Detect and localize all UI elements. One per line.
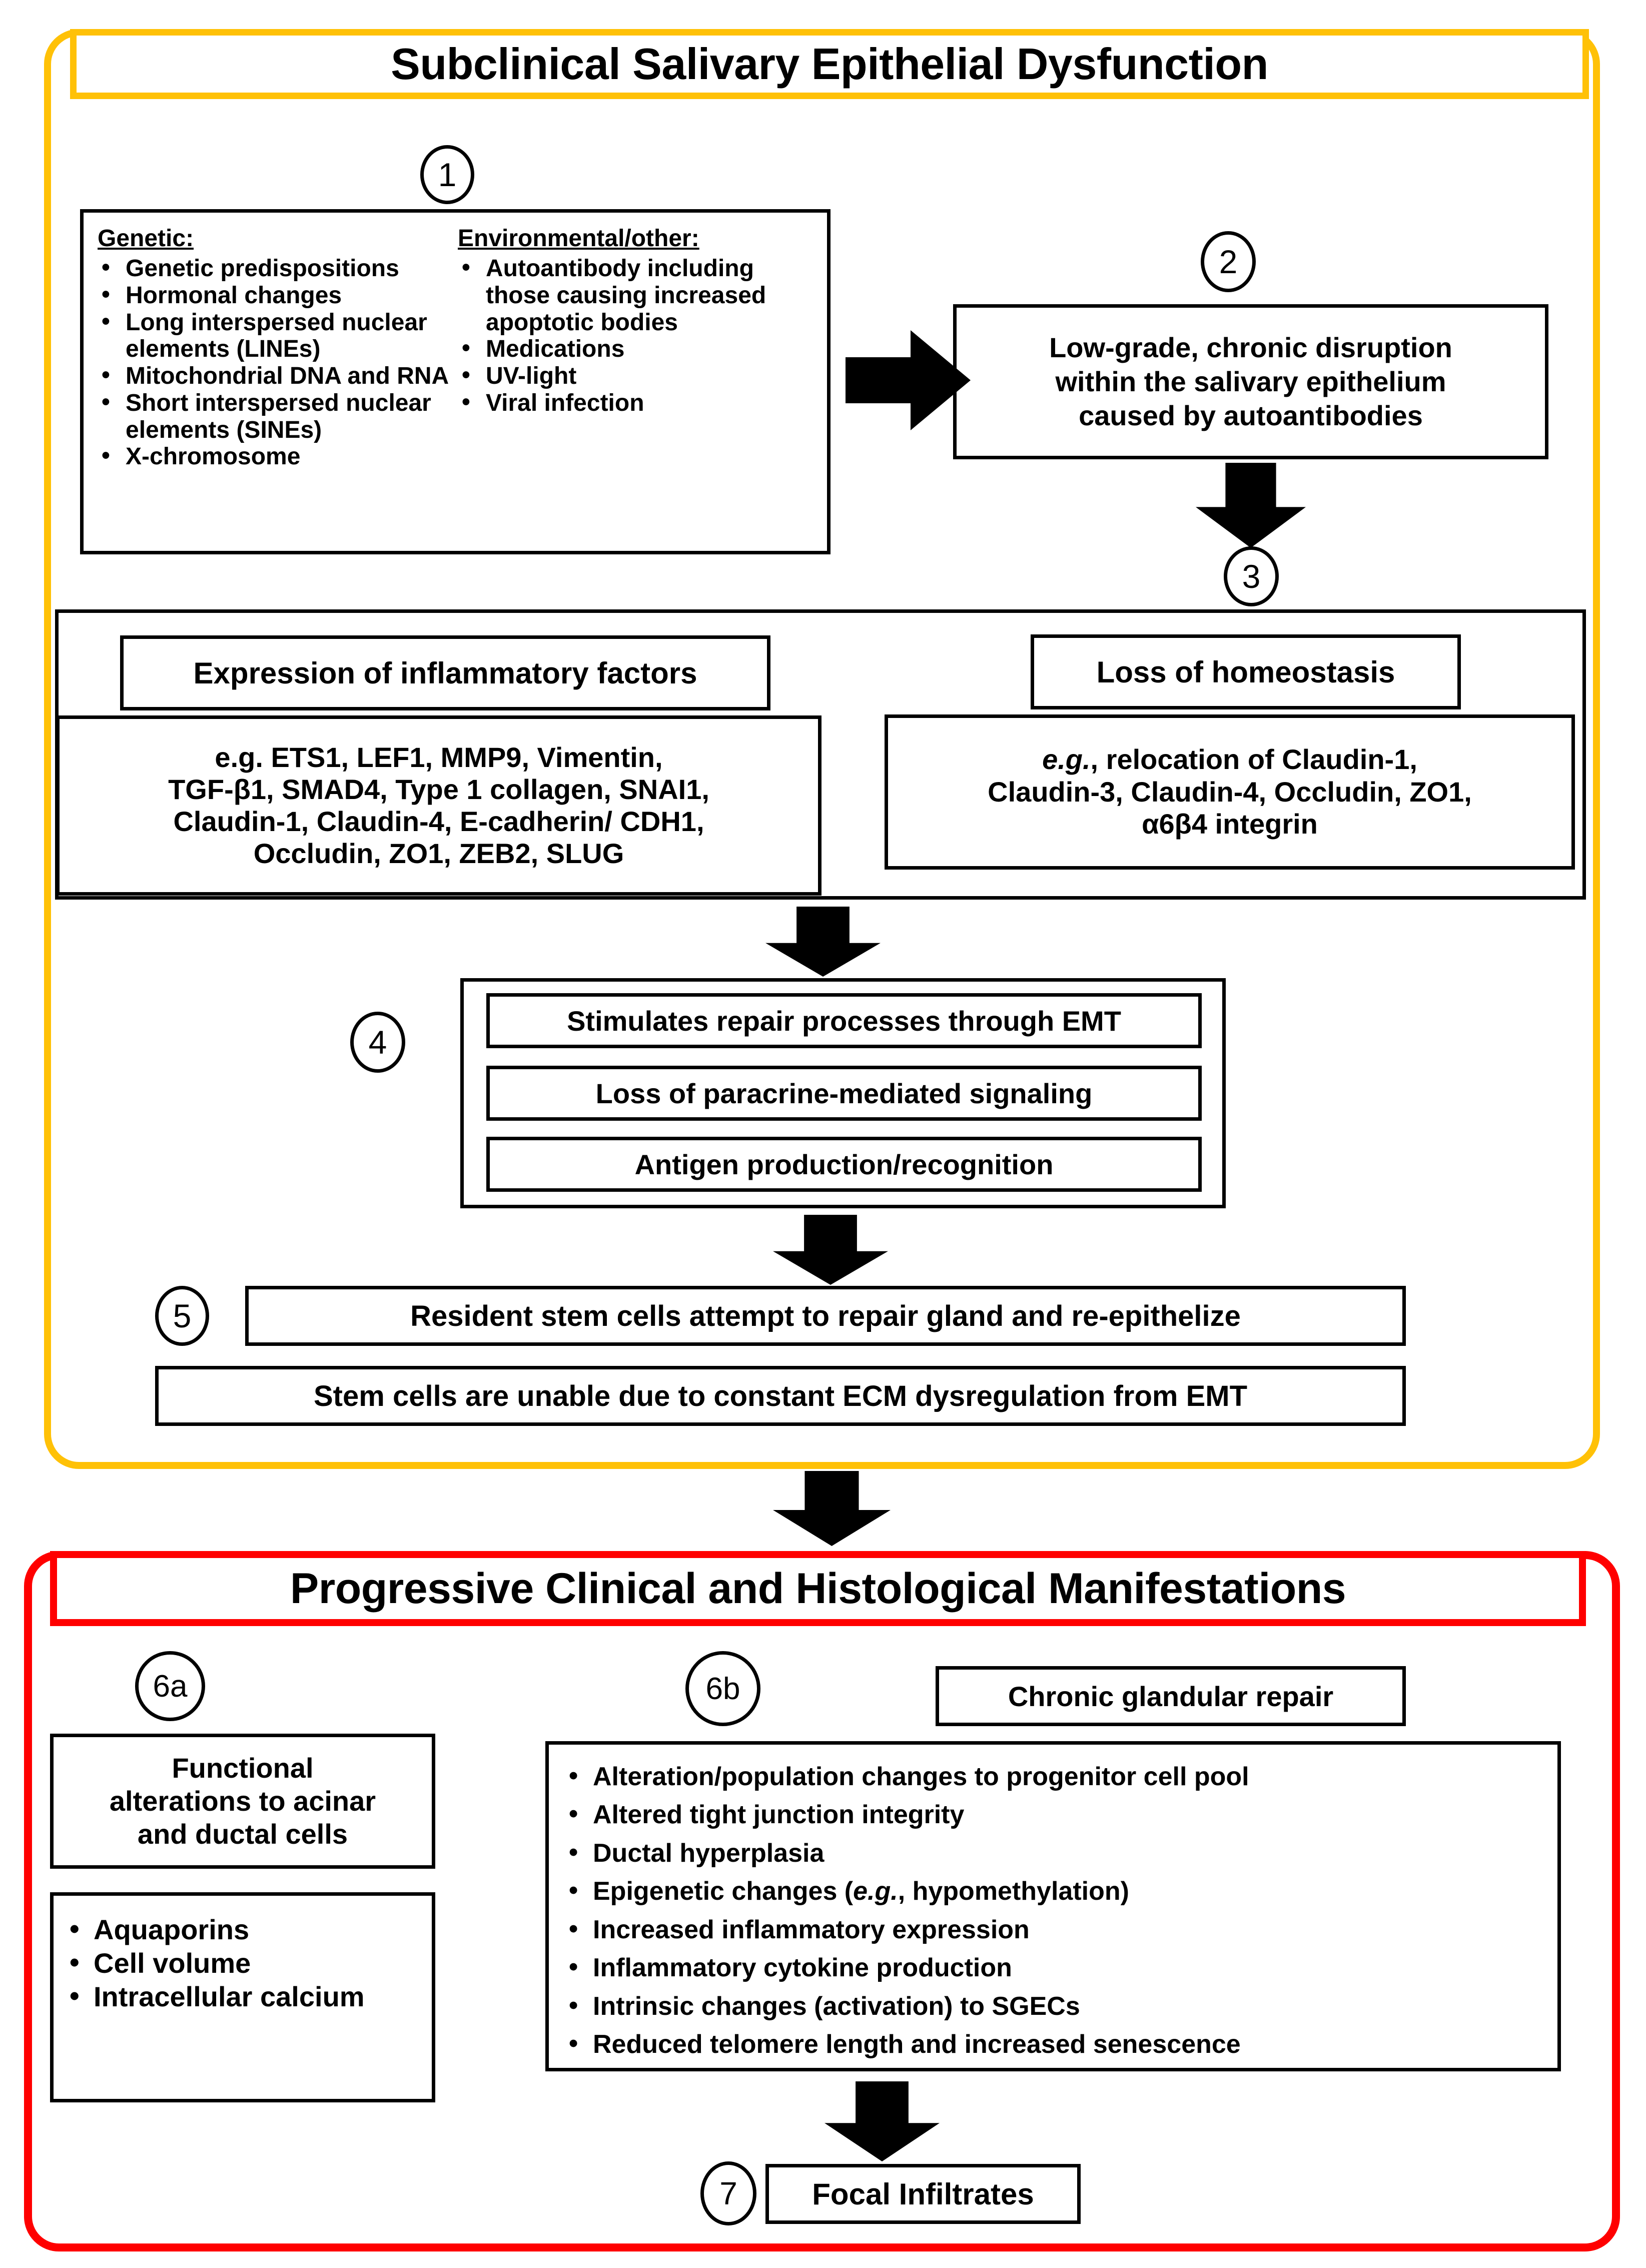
- step-6b-list: Alteration/population changes to progeni…: [564, 1757, 1550, 2064]
- step-4-number: 4: [368, 1024, 387, 1061]
- list-item: Reduced telomere length and increased se…: [564, 2024, 1550, 2063]
- homeostasis-line: , relocation of Claudin-1,: [1090, 743, 1417, 775]
- list-item: Genetic predispositions: [97, 254, 457, 282]
- genetic-header: Genetic:: [98, 225, 194, 252]
- list-item: Autoantibody including those causing inc…: [457, 254, 817, 336]
- expression-inflammatory-factors-title: Expression of inflammatory factors: [120, 635, 770, 710]
- step-2-line: caused by autoantibodies: [1079, 400, 1423, 432]
- functional-alterations-box: Functional alterations to acinar and duc…: [50, 1734, 435, 1869]
- list-item: Intracellular calcium: [65, 1979, 425, 2013]
- step-5-item-b-text: Stem cells are unable due to constant EC…: [314, 1379, 1247, 1412]
- step-3-badge: 3: [1224, 546, 1279, 606]
- list-item: Inflammatory cytokine production: [564, 1948, 1550, 1987]
- list-item: Hormonal changes: [97, 281, 457, 309]
- functional-alterations-line: and ductal cells: [137, 1818, 348, 1850]
- loss-of-homeostasis-box: e.g., relocation of Claudin-1, Claudin-3…: [885, 714, 1575, 870]
- expression-line: Claudin-1, Claudin-4, E-cadherin/ CDH1,: [173, 806, 704, 837]
- step-6b-number: 6b: [705, 1671, 740, 1706]
- step-1-badge: 1: [420, 145, 474, 204]
- chronic-glandular-repair-text: Chronic glandular repair: [1008, 1680, 1334, 1712]
- homeostasis-line: Claudin-3, Claudin-4, Occludin, ZO1,: [988, 776, 1472, 808]
- list-item: Ductal hyperplasia: [564, 1833, 1550, 1872]
- list-item: Cell volume: [65, 1945, 425, 1980]
- list-item: Mitochondrial DNA and RNA: [97, 362, 457, 390]
- epigenetic-post: , hypomethylation): [898, 1877, 1129, 1906]
- list-item: Altered tight junction integrity: [564, 1795, 1550, 1834]
- homeostasis-line: α6β4 integrin: [1142, 808, 1318, 840]
- list-item: Viral infection: [457, 389, 817, 417]
- step-5-item-a-text: Resident stem cells attempt to repair gl…: [410, 1299, 1241, 1332]
- stimulates-repair-box: Stimulates repair processes through EMT: [486, 993, 1202, 1048]
- subclinical-title-banner: Subclinical Salivary Epithelial Dysfunct…: [70, 29, 1589, 99]
- step-6a-number: 6a: [153, 1669, 188, 1704]
- step-4-item-text: Antigen production/recognition: [634, 1148, 1054, 1180]
- list-item: Medications: [457, 335, 817, 363]
- step-2-line: within the salivary epithelium: [1055, 365, 1446, 397]
- stem-cells-unable-box: Stem cells are unable due to constant EC…: [155, 1366, 1406, 1426]
- step-2-badge: 2: [1201, 231, 1256, 292]
- expression-line: e.g. ETS1, LEF1, MMP9, Vimentin,: [215, 741, 663, 774]
- functional-alterations-line: alterations to acinar: [109, 1785, 376, 1817]
- step-5-badge: 5: [155, 1286, 209, 1346]
- step-7-number: 7: [719, 2175, 737, 2211]
- chronic-repair-items-box: Alteration/population changes to progeni…: [545, 1741, 1561, 2071]
- step-4-item-text: Loss of paracrine-mediated signaling: [595, 1077, 1093, 1109]
- expression-title-text: Expression of inflammatory factors: [193, 656, 697, 690]
- step-4-badge: 4: [350, 1012, 405, 1073]
- list-item: Alteration/population changes to progeni…: [564, 1757, 1550, 1796]
- acinar-ductal-items-box: Aquaporins Cell volume Intracellular cal…: [50, 1892, 435, 2102]
- focal-infiltrates-text: Focal Infiltrates: [812, 2177, 1034, 2211]
- list-item: X-chromosome: [97, 442, 457, 470]
- epigenetic-pre: Epigenetic changes (: [593, 1877, 854, 1906]
- functional-alterations-line: Functional: [172, 1752, 314, 1784]
- loss-of-homeostasis-title: Loss of homeostasis: [1031, 634, 1461, 709]
- progressive-title-banner: Progressive Clinical and Histological Ma…: [50, 1551, 1586, 1626]
- homeostasis-title-text: Loss of homeostasis: [1096, 655, 1395, 689]
- subclinical-title-text: Subclinical Salivary Epithelial Dysfunct…: [391, 39, 1268, 89]
- step-4-item-text: Stimulates repair processes through EMT: [567, 1005, 1121, 1037]
- step-2-disruption-box: Low-grade, chronic disruption within the…: [953, 304, 1548, 459]
- step-3-number: 3: [1242, 558, 1261, 595]
- arrow-subclinical-to-progressive-icon: [773, 1471, 891, 1546]
- loss-paracrine-signaling-box: Loss of paracrine-mediated signaling: [486, 1066, 1202, 1121]
- step-1-number: 1: [438, 156, 457, 193]
- step-2-number: 2: [1219, 243, 1238, 280]
- list-item: Aquaporins: [65, 1912, 425, 1946]
- progressive-title-text: Progressive Clinical and Histological Ma…: [290, 1564, 1346, 1613]
- resident-stem-cells-box: Resident stem cells attempt to repair gl…: [245, 1286, 1406, 1346]
- step-6b-badge: 6b: [685, 1651, 760, 1726]
- environmental-list: Autoantibody including those causing inc…: [457, 254, 817, 417]
- expression-line: TGF-β1, SMAD4, Type 1 collagen, SNAI1,: [168, 774, 709, 806]
- environmental-header: Environmental/other:: [458, 225, 699, 252]
- step-6a-list: Aquaporins Cell volume Intracellular cal…: [65, 1912, 425, 2014]
- list-item: Intrinsic changes (activation) to SGECs: [564, 1986, 1550, 2025]
- step-2-line: Low-grade, chronic disruption: [1049, 331, 1452, 363]
- list-item: Long interspersed nuclear elements (LINE…: [97, 308, 457, 363]
- homeostasis-eg: e.g.: [1042, 743, 1091, 775]
- chronic-glandular-repair-tag: Chronic glandular repair: [936, 1666, 1406, 1726]
- antigen-production-box: Antigen production/recognition: [486, 1137, 1202, 1192]
- step-6a-badge: 6a: [135, 1651, 205, 1721]
- step-1-factors-box: Genetic: Genetic predispositions Hormona…: [80, 209, 831, 554]
- genetic-list: Genetic predispositions Hormonal changes…: [97, 254, 457, 470]
- focal-infiltrates-box: Focal Infiltrates: [765, 2164, 1081, 2224]
- list-item: Short interspersed nuclear elements (SIN…: [97, 389, 457, 444]
- list-item: Epigenetic changes (e.g., hypomethylatio…: [564, 1871, 1550, 1910]
- step-7-badge: 7: [700, 2161, 756, 2225]
- list-item: UV-light: [457, 362, 817, 390]
- epigenetic-eg: e.g.: [853, 1877, 898, 1906]
- expression-line: Occludin, ZO1, ZEB2, SLUG: [253, 837, 624, 869]
- list-item: Increased inflammatory expression: [564, 1910, 1550, 1949]
- step-5-number: 5: [173, 1297, 192, 1334]
- expression-inflammatory-factors-box: e.g. ETS1, LEF1, MMP9, Vimentin, TGF-β1,…: [56, 715, 821, 896]
